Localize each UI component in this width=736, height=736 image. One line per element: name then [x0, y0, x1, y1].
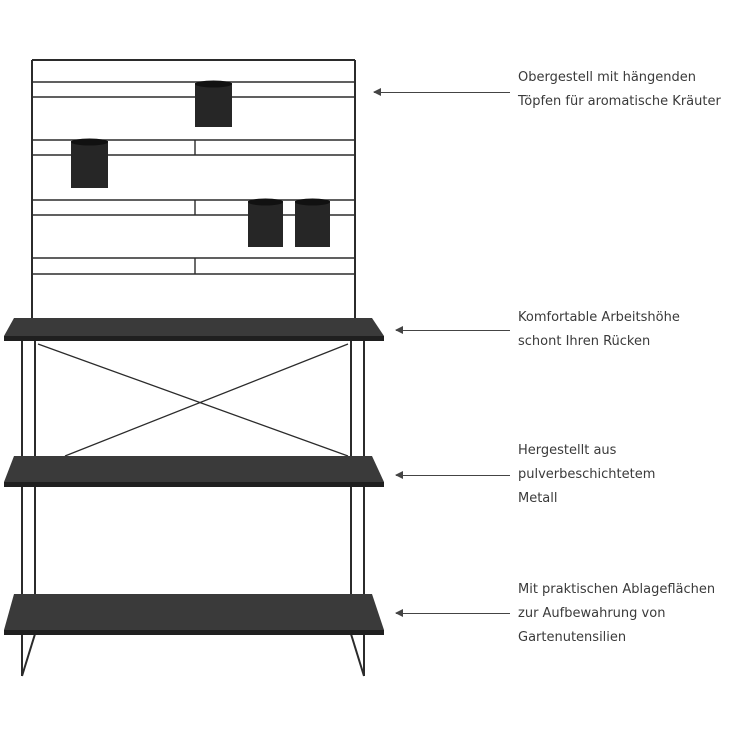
callout-line: Hergestellt aus	[518, 443, 617, 458]
callout-storage: Mit praktischen Ablageflächen zur Aufbew…	[518, 578, 733, 650]
callout-material: Hergestellt aus pulverbeschichtetem Meta…	[518, 439, 733, 511]
callout-upper-frame: Obergestell mit hängenden Töpfen für aro…	[518, 66, 733, 114]
hanging-pot	[248, 198, 283, 247]
callout-line: Töpfen für aromatische Kräuter	[518, 94, 721, 109]
callout-line: Komfortable Arbeitshöhe	[518, 310, 680, 325]
callout-work-height: Komfortable Arbeitshöhe schont Ihren Rüc…	[518, 306, 733, 354]
callout-line: Metall	[518, 491, 558, 506]
callout-arrow	[395, 609, 510, 617]
callout-line: Mit praktischen Ablageflächen	[518, 582, 716, 597]
callout-arrow	[395, 326, 510, 334]
callout-line: zur Aufbewahrung von	[518, 606, 666, 621]
callout-arrow	[373, 88, 510, 96]
hanging-pot	[295, 198, 330, 247]
shelf-bottom	[4, 594, 384, 635]
callout-arrow	[395, 471, 510, 479]
shelf-middle	[4, 456, 384, 487]
foot-bars	[21, 633, 365, 677]
callout-line: Obergestell mit hängenden	[518, 70, 697, 85]
cross-brace	[37, 343, 349, 457]
trellis-frame	[31, 59, 356, 320]
shelf-top-worktop	[4, 318, 384, 341]
callout-line: pulverbeschichtetem	[518, 467, 656, 482]
callout-line: Gartenutensilien	[518, 630, 627, 645]
callout-line: schont Ihren Rücken	[518, 334, 651, 349]
hanging-pot	[195, 80, 232, 127]
hanging-pot	[71, 138, 108, 188]
